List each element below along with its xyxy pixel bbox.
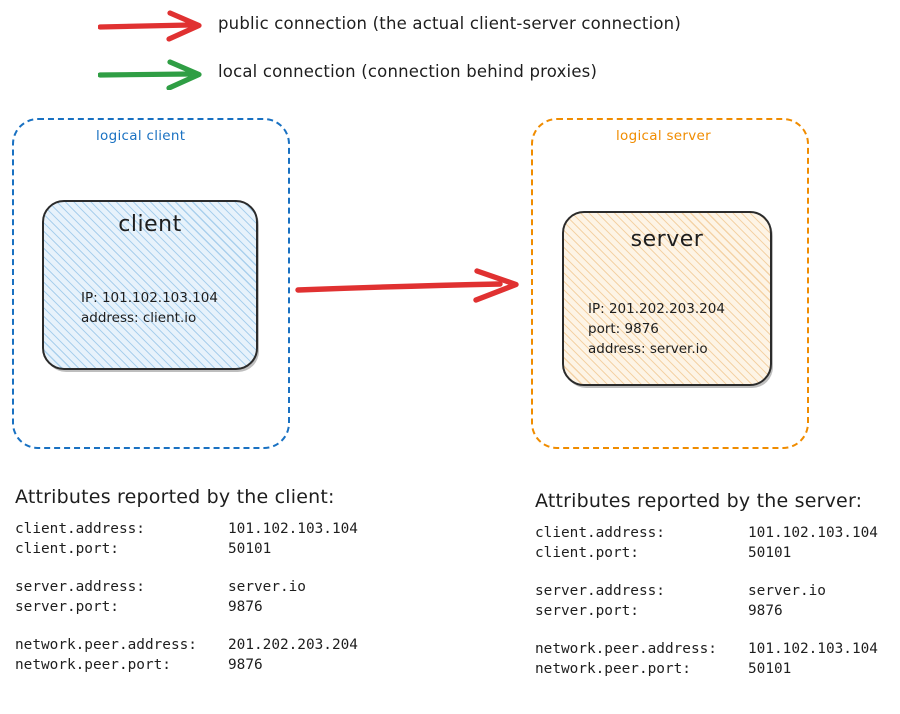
client-attributes-table: client.address: 101.102.103.104 client.p… (15, 520, 358, 675)
attr-value: 101.102.103.104 (228, 521, 358, 537)
attr-value: 50101 (228, 540, 272, 557)
logical-server-label: logical server (616, 128, 712, 144)
legend-item-local-connection: local connection (connection behind prox… (0, 56, 900, 92)
attr-key: server.port: (15, 598, 119, 615)
table-row: client.port: 50101 (535, 544, 878, 564)
table-row: server.address: server.io (535, 582, 878, 602)
attr-value: 9876 (228, 656, 263, 673)
attr-value: 50101 (748, 660, 792, 677)
attr-value: server.io (748, 583, 826, 599)
table-row: server.port: 9876 (535, 602, 878, 622)
table-row: client.address: 101.102.103.104 (15, 520, 358, 540)
server-attributes-panel: Attributes reported by the server: clien… (535, 490, 878, 679)
client-attributes-body: client.address: 101.102.103.104 client.p… (15, 520, 358, 675)
server-attributes-body: client.address: 101.102.103.104 client.p… (535, 524, 878, 679)
server-attributes-table: client.address: 101.102.103.104 client.p… (535, 524, 878, 679)
attr-value: 50101 (748, 544, 792, 561)
attr-value: server.io (228, 579, 306, 595)
table-row: network.peer.port: 50101 (535, 660, 878, 680)
arrow-right-icon (97, 58, 208, 91)
logical-server-group (531, 118, 809, 449)
table-row-spacer (15, 617, 358, 636)
arrow-right-icon (97, 10, 208, 42)
legend-label-public-connection: public connection (the actual client-ser… (218, 14, 681, 33)
table-row: network.peer.address: 201.202.203.204 (15, 636, 358, 656)
table-row-spacer (535, 563, 878, 582)
logical-client-label: logical client (96, 128, 186, 144)
attr-key: client.address: (535, 525, 665, 541)
attr-value: 9876 (228, 598, 263, 615)
table-row: client.address: 101.102.103.104 (535, 524, 878, 544)
table-row: server.address: server.io (15, 578, 358, 598)
legend-label-local-connection: local connection (connection behind prox… (218, 62, 598, 81)
attr-value: 201.202.203.204 (228, 637, 358, 653)
client-attributes-panel: Attributes reported by the client: clien… (15, 486, 358, 675)
public-connection-arrow (292, 264, 524, 308)
logical-client-group (12, 118, 290, 449)
table-row-spacer (15, 559, 358, 578)
attr-key: client.port: (15, 540, 119, 557)
table-row: network.peer.address: 101.102.103.104 (535, 640, 878, 660)
attr-key: client.port: (535, 544, 639, 561)
attr-key: server.address: (535, 583, 665, 599)
server-attributes-heading: Attributes reported by the server: (535, 490, 863, 512)
server-node-title: server (630, 227, 704, 252)
attr-key: network.peer.address: (15, 637, 197, 653)
table-row: network.peer.port: 9876 (15, 656, 358, 676)
attr-key: server.port: (535, 602, 639, 619)
attr-key: network.peer.port: (15, 656, 171, 673)
attr-value: 9876 (748, 602, 783, 619)
attr-value: 101.102.103.104 (748, 525, 878, 541)
attr-key: network.peer.port: (535, 660, 691, 677)
attr-key: network.peer.address: (535, 641, 717, 657)
table-row: client.port: 50101 (15, 540, 358, 560)
table-row-spacer (535, 621, 878, 640)
table-row: server.port: 9876 (15, 598, 358, 618)
client-node-title: client (118, 212, 182, 237)
client-attributes-heading: Attributes reported by the client: (15, 486, 335, 508)
attr-key: client.address: (15, 521, 145, 537)
attr-key: server.address: (15, 579, 145, 595)
legend-item-public-connection: public connection (the actual client-ser… (0, 8, 900, 44)
attr-value: 101.102.103.104 (748, 641, 878, 657)
